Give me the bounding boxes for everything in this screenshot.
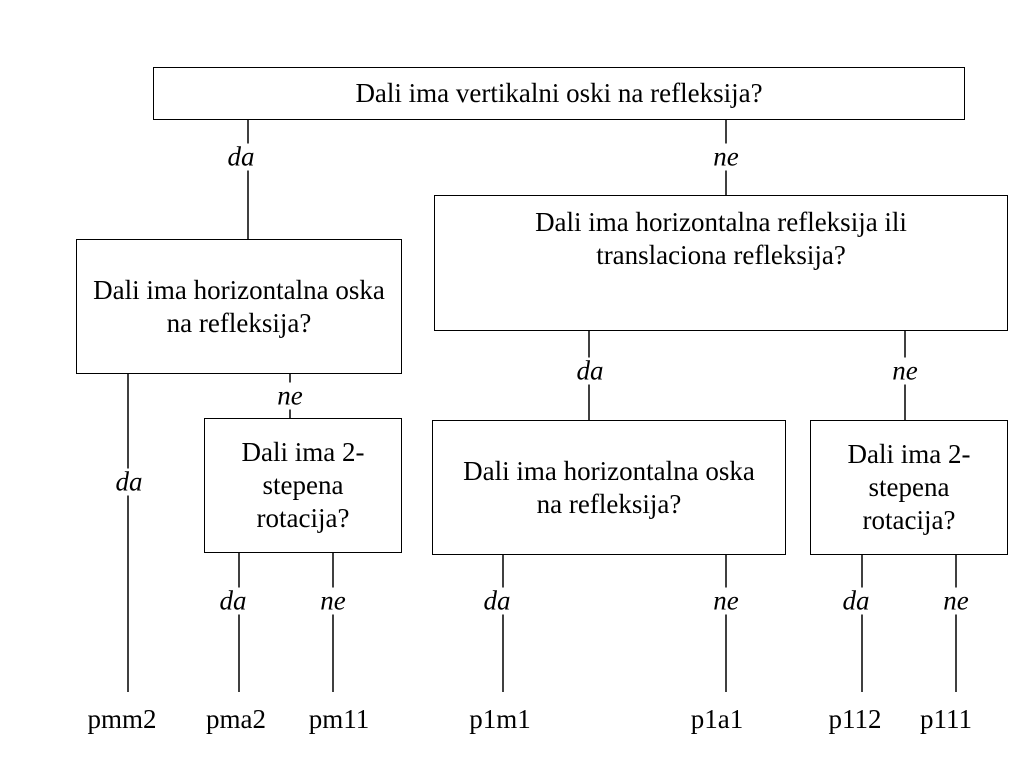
leaf-p1m1: p1m1 bbox=[469, 704, 531, 734]
leaf-pmm2: pmm2 bbox=[87, 704, 157, 734]
question-box-glide-reflection: Dali ima horizontalna refleksija ili tra… bbox=[434, 195, 1008, 331]
branch-label-yes: da bbox=[224, 143, 258, 171]
question-box-rotation-left: Dali ima 2-stepena rotacija? bbox=[204, 418, 402, 553]
branch-label-yes: da bbox=[573, 357, 607, 385]
question-box-vertical-axis: Dali ima vertikalni oski na refleksija? bbox=[153, 67, 965, 120]
leaf-p111: p111 bbox=[920, 704, 972, 734]
question-box-rotation-right: Dali ima 2-stepena rotacija? bbox=[810, 420, 1008, 555]
branch-label-yes: da bbox=[216, 587, 250, 615]
branch-label-no: ne bbox=[710, 143, 742, 171]
leaf-p112: p112 bbox=[828, 704, 882, 734]
leaf-pm11: pm11 bbox=[308, 704, 370, 734]
question-text: Dali ima horizontalna refleksija ili tra… bbox=[535, 207, 907, 270]
question-text: Dali ima 2-stepena rotacija? bbox=[241, 437, 365, 533]
branch-label-no: ne bbox=[710, 587, 742, 615]
branch-label-yes: da bbox=[839, 587, 873, 615]
question-text: Dali ima vertikalni oski na refleksija? bbox=[355, 78, 763, 108]
branch-label-yes: da bbox=[480, 587, 514, 615]
question-box-horizontal-axis-left: Dali ima horizontalna oska na refleksija… bbox=[76, 239, 402, 374]
question-text: Dali ima horizontalna oska na refleksija… bbox=[93, 274, 385, 338]
branch-label-yes: da bbox=[112, 468, 146, 496]
question-box-horizontal-axis-mid: Dali ima horizontalna oska na refleksija… bbox=[432, 420, 786, 555]
leaf-p1a1: p1a1 bbox=[690, 704, 744, 734]
question-text: Dali ima 2-stepena rotacija? bbox=[847, 439, 971, 535]
branch-label-no: ne bbox=[274, 382, 306, 410]
branch-label-no: ne bbox=[317, 587, 349, 615]
branch-label-no: ne bbox=[940, 587, 972, 615]
leaf-pma2: pma2 bbox=[206, 704, 266, 734]
branch-label-no: ne bbox=[889, 357, 921, 385]
question-text: Dali ima horizontalna oska na refleksija… bbox=[463, 455, 755, 519]
